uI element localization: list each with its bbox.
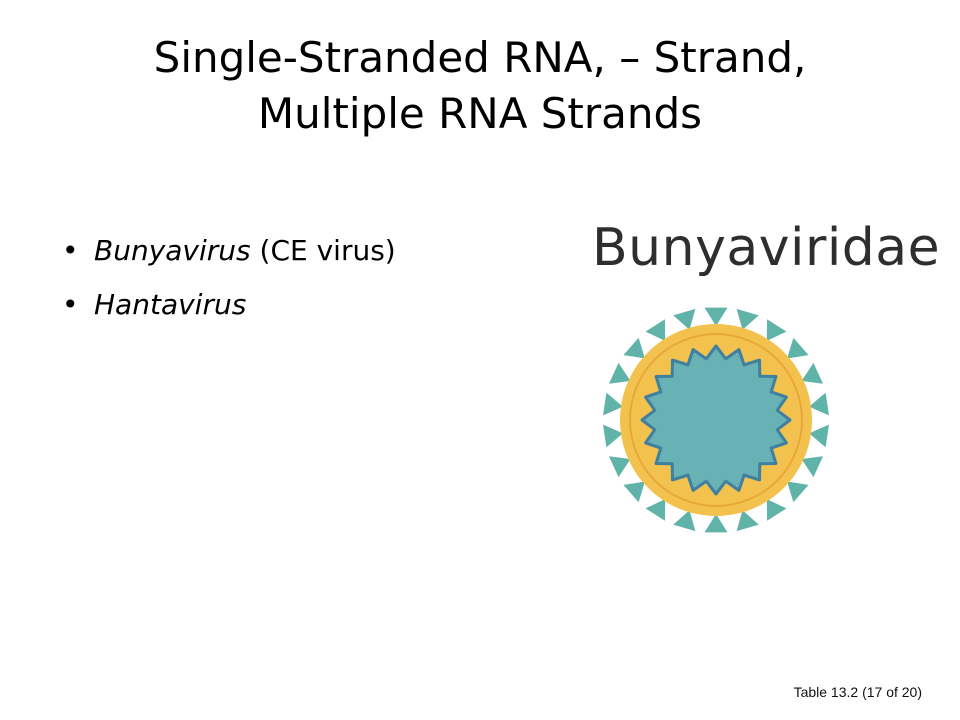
spike <box>801 362 824 384</box>
spike <box>704 307 728 326</box>
spike <box>766 319 787 341</box>
spike <box>736 510 759 532</box>
bullet-item-bunyavirus: Bunyavirus (CE virus) <box>62 224 396 278</box>
spike <box>603 392 623 416</box>
spike <box>787 337 809 359</box>
bullet-rest-text: (CE virus) <box>250 234 396 267</box>
bullet-italic-text: Hantavirus <box>94 288 247 321</box>
spike <box>645 499 666 521</box>
spike <box>809 424 829 448</box>
bullet-item-hantavirus: Hantavirus <box>62 278 396 332</box>
spike <box>673 510 696 532</box>
spike <box>787 481 809 503</box>
spike <box>766 499 787 521</box>
spike <box>623 337 645 359</box>
title-line-2: Multiple RNA Strands <box>257 89 703 138</box>
spike <box>623 481 645 503</box>
spike <box>736 308 759 330</box>
envelope-inner-ring <box>629 333 803 507</box>
spike <box>801 456 824 478</box>
spike <box>608 362 631 384</box>
bullet-list: Bunyavirus (CE virus) Hantavirus <box>62 224 396 332</box>
nucleocapsid-core <box>640 344 792 496</box>
table-caption: Table 13.2 (17 of 20) <box>793 684 922 700</box>
spike <box>645 319 666 341</box>
bullet-italic-text: Bunyavirus <box>94 234 251 267</box>
slide-title: Single-Stranded RNA, – Strand, Multiple … <box>0 30 960 142</box>
spike <box>809 392 829 416</box>
spike <box>673 308 696 330</box>
virus-family-label: Bunyaviridae <box>592 218 941 278</box>
spike <box>704 514 728 533</box>
title-line-1: Single-Stranded RNA, – Strand, <box>153 33 807 82</box>
spike <box>603 424 623 448</box>
bunyavirus-diagram <box>603 307 829 533</box>
glycoprotein-spikes <box>603 307 829 533</box>
spike <box>608 456 631 478</box>
